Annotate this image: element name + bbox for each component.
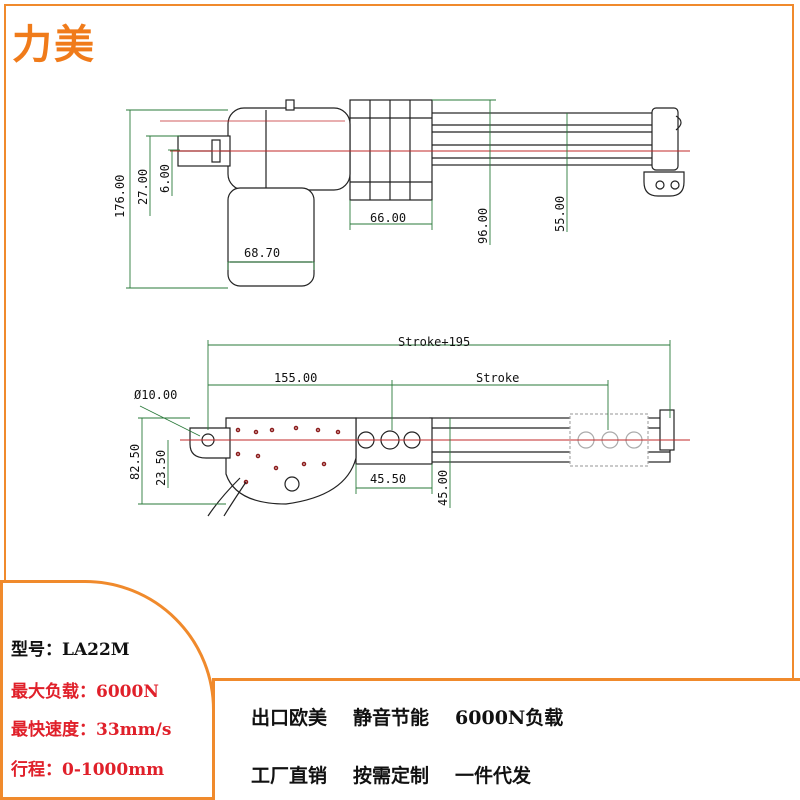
feature-load: 6000N负载 (455, 707, 564, 729)
feature-box: 出口欧美 静音节能 6000N负载 工厂直销 按需定制 一件代发 (212, 678, 800, 800)
power-cable (207, 477, 241, 517)
spec-max-speed: 最快速度：33mm/s (11, 720, 172, 740)
dim-45: 45.00 (436, 470, 450, 506)
dim-66: 66.00 (370, 211, 406, 225)
dim-stroke: Stroke (476, 371, 519, 385)
spec-stroke: 行程：0-1000mm (11, 760, 165, 780)
feature-row-1: 出口欧美 静音节能 6000N负载 (251, 703, 563, 730)
rear-mount-tab (189, 427, 231, 459)
dim-6: 6.00 (158, 164, 172, 193)
feature-quiet: 静音节能 (353, 707, 430, 729)
inner-rod (429, 112, 659, 166)
rod-end-bracket (651, 107, 679, 171)
feature-factory: 工厂直销 (251, 765, 328, 787)
dim-23-50: 23.50 (154, 450, 168, 486)
clamp-block (349, 99, 433, 201)
spec-model: 型号：LA22M (11, 640, 130, 660)
feature-dropship: 一件代发 (455, 765, 532, 787)
spec-max-load: 最大负载：6000N (11, 682, 159, 702)
dim-45-50: 45.50 (370, 472, 406, 486)
dim-55: 55.00 (553, 196, 567, 232)
feature-row-2: 工厂直销 按需定制 一件代发 (251, 761, 531, 788)
dim-176: 176.00 (113, 175, 127, 218)
side-view (138, 340, 690, 517)
dim-155: 155.00 (274, 371, 317, 385)
gearbox (227, 187, 315, 287)
side-clamp-block (355, 417, 433, 465)
brand-logo: 力美 (12, 21, 96, 68)
dim-68-70: 68.70 (244, 246, 280, 260)
dim-96: 96.00 (476, 208, 490, 244)
motor-housing (227, 107, 351, 191)
dim-82-50: 82.50 (128, 444, 142, 480)
feature-custom: 按需定制 (353, 765, 430, 787)
top-view (126, 99, 690, 289)
feature-export: 出口欧美 (251, 707, 328, 729)
dim-stroke-total: Stroke+195 (398, 335, 470, 349)
dim-27: 27.00 (136, 169, 150, 205)
dim-diameter: Ø10.00 (134, 388, 177, 402)
